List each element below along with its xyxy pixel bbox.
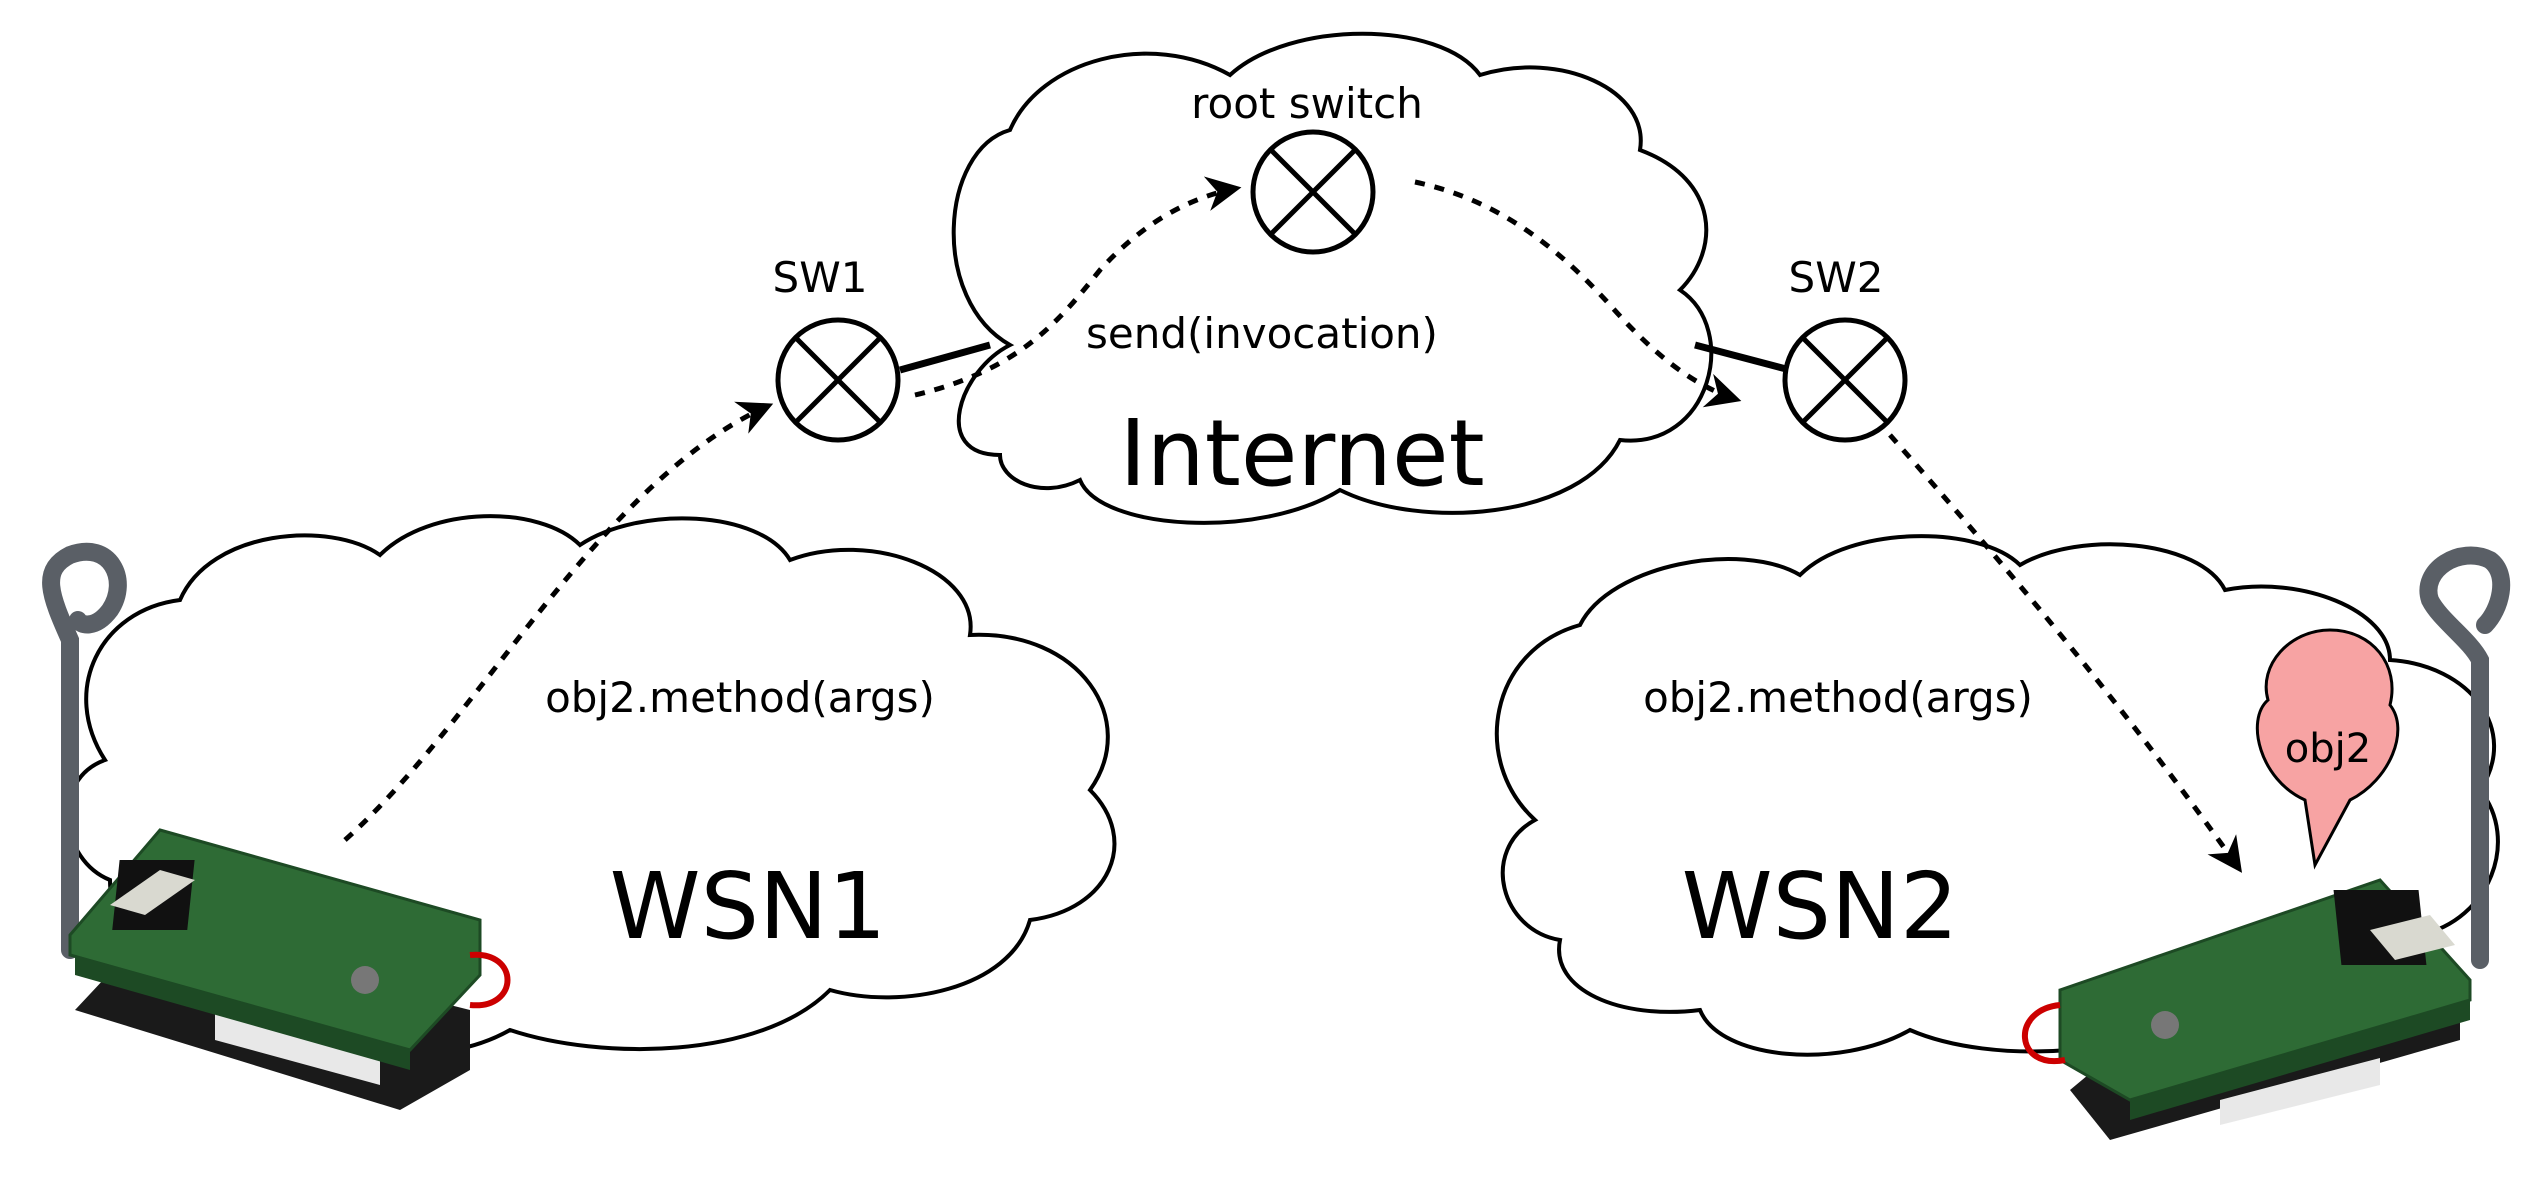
send-invocation-label: send(invocation)	[1086, 309, 1438, 358]
sw2-switch-icon	[1782, 317, 1908, 443]
flow-arrow-sw2-to-node	[1888, 433, 2243, 873]
sw1-label: SW1	[773, 253, 868, 302]
wsn1-label: WSN1	[610, 853, 887, 960]
internet-cloud	[951, 31, 1714, 525]
sw2-label: SW2	[1789, 253, 1884, 302]
obj2-marker-icon	[2255, 628, 2400, 870]
flow-arrow-root-to-sw2	[1414, 179, 1742, 408]
obj2-label: obj2	[2285, 726, 2371, 772]
method-call-label-left: obj2.method(args)	[545, 673, 935, 722]
internet-label: Internet	[1119, 400, 1484, 507]
link-sw1-internet	[899, 341, 991, 374]
wsn2-label: WSN2	[1682, 853, 1959, 960]
flow-arrow-node-to-sw1	[343, 401, 774, 842]
root-switch-label: root switch	[1191, 79, 1423, 128]
root-switch-icon	[1250, 129, 1376, 255]
link-internet-sw2	[1694, 341, 1791, 374]
sensor-mote-right-icon	[2021, 546, 2511, 1140]
sensor-mote-left-icon	[42, 542, 511, 1110]
sw1-switch-icon	[775, 317, 901, 443]
flow-arrow-sw1-to-root	[914, 176, 1242, 398]
method-call-label-right: obj2.method(args)	[1643, 673, 2033, 722]
